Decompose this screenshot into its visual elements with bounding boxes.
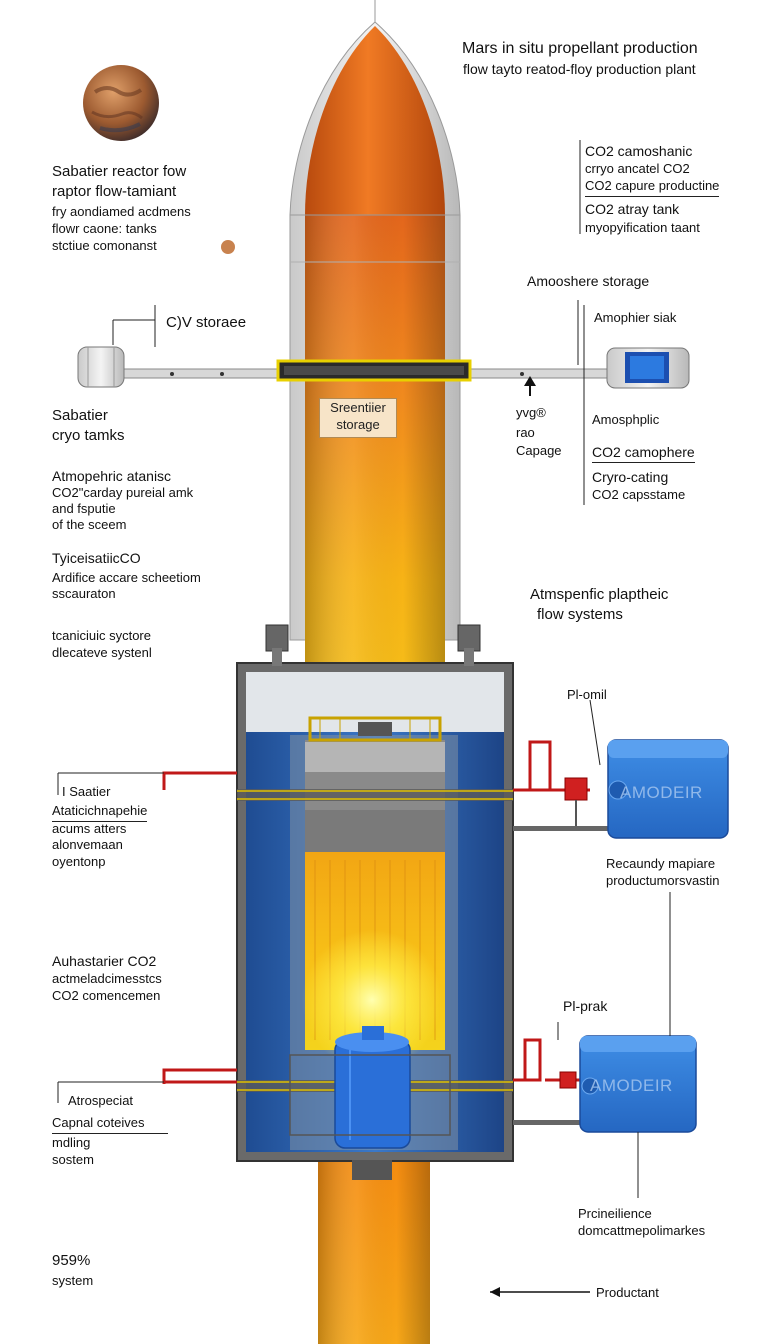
label-productant: Productant (596, 1285, 659, 1300)
module-upper (607, 739, 729, 839)
label-sabatier-sub-2: flowr caone: tanks (52, 221, 157, 236)
label-atmospheric-1: Atmopehric atanisc (52, 468, 172, 484)
label-saatier: I Saatier (62, 784, 111, 799)
blue-reactor-vessel (289, 1026, 451, 1180)
label-recaundy-1: Recaundy mapiare (606, 856, 716, 871)
label-ataticn-3: alonvemaan (52, 837, 123, 852)
label-pi-prak: Pl-prak (563, 998, 608, 1014)
label-recaundy-2: productumorsvastin (606, 873, 720, 888)
valve-upper (564, 777, 588, 830)
label-co2-block-1: CO2 camoshanic (585, 143, 693, 159)
right-storage-tank (606, 347, 690, 389)
label-tyice-3: sscauraton (52, 586, 116, 601)
label-sabatier-cryo-2: cryo tamks (52, 427, 125, 444)
storage-tag: Sreentiier storage (319, 398, 397, 438)
label-atmospheric-2: CO2"carday pureial amk (52, 485, 194, 500)
label-tyice-2: Ardifice accare scheetiom (52, 570, 201, 585)
label-teaniciuic-1: tcaniciuic syctore (52, 628, 151, 643)
label-capnal-1: Capnal coteives (52, 1114, 168, 1134)
label-sabatier-cryo-1: Sabatier (52, 407, 108, 424)
label-ataticn-1: Ataticichnapehie (52, 802, 148, 822)
label-sabatier-sub-1: fry aondiamed acdmens (52, 204, 191, 219)
label-atm-storage: Amooshere storage (527, 273, 650, 289)
label-co2-camophere: CO2 camophere (592, 443, 695, 463)
label-atmospheric-4: of the sceem (52, 517, 127, 532)
connector-upper (513, 826, 608, 831)
label-amosphlic: Amosphplic (592, 412, 660, 427)
label-sabatier-heading-1: Sabatier reactor fow (52, 163, 187, 180)
label-sabatier-sub-3: stctiue comonanst (52, 238, 157, 253)
label-percent: 959% (52, 1252, 91, 1269)
label-teaniciuic-2: dlecateve systenl (52, 645, 152, 660)
moon-icon (221, 240, 235, 254)
label-tyice-1: TyiceisatiicCO (52, 550, 141, 566)
label-yvg-3: Capage (516, 443, 562, 458)
label-atmospheric-3: and fsputie (52, 501, 116, 516)
label-precilience-2: domcattmepolimarkes (578, 1223, 706, 1238)
rocket-body (290, 26, 460, 735)
label-pi-omil: Pl-omil (567, 687, 607, 702)
label-yvg-2: rao (516, 425, 535, 440)
label-auhastarier-1: Auhastarier CO2 (52, 953, 157, 969)
label-cv-storage: C)V storaee (166, 314, 247, 331)
label-auhastarier-3: CO2 comencemen (52, 988, 161, 1003)
module-lower (579, 1035, 697, 1133)
leader-lines-right (557, 140, 671, 1198)
label-precilience-1: Prcineilience (578, 1206, 652, 1221)
module-upper-label: AMODEIR (620, 783, 703, 802)
label-atmspenfic-1: Atmspenfic plaptheic (530, 586, 669, 603)
label-ataticn-4: oyentonp (52, 854, 106, 869)
label-capnal-2: mdling (52, 1135, 91, 1150)
label-cryo-cating-1: Cryro-cating (592, 469, 669, 485)
diagram-title: Mars in situ propellant production (462, 40, 698, 57)
label-ataticn-2: acums atters (52, 821, 127, 836)
arrow-up-icon (524, 376, 536, 396)
connector-lower (513, 1120, 583, 1125)
label-amophier-siak: Amophier siak (594, 310, 677, 325)
left-storage-tank (77, 346, 125, 388)
label-atrospeciat: Atrospeciat (68, 1093, 134, 1108)
storage-tag-line-1: Sreentiier (330, 400, 386, 415)
label-co2-block-2: crryo ancatel CO2 (585, 161, 690, 176)
label-atmspenfic-2: flow systems (537, 606, 623, 623)
diagram-subtitle: flow tayto reatod-floy production plant (463, 61, 696, 77)
label-co2-block-4: CO2 atray tank (585, 201, 680, 217)
storage-tag-line-2: storage (336, 417, 380, 432)
label-cryo-cating-2: CO2 capsstame (592, 487, 686, 502)
label-co2-block-3: CO2 capure productine (585, 177, 720, 197)
transfer-pipe (121, 359, 613, 382)
reactor-core (290, 716, 458, 1150)
mars-planet-icon (83, 65, 159, 141)
valve-lower (559, 1071, 577, 1089)
arrow-left-icon (490, 1287, 590, 1297)
red-pipes-left (162, 771, 237, 1084)
label-co2-block-5: myopyification taant (585, 220, 700, 235)
label-yvg-1: yvg® (516, 405, 546, 420)
leader-lines-left (57, 305, 164, 1103)
label-capnal-3: sostem (52, 1152, 94, 1167)
label-sabatier-heading-2: raptor flow-tamiant (52, 183, 177, 200)
label-system: system (52, 1273, 94, 1288)
module-lower-label: AMODEIR (590, 1076, 673, 1095)
label-auhastarier-2: actmeladcimesstcs (52, 971, 162, 986)
